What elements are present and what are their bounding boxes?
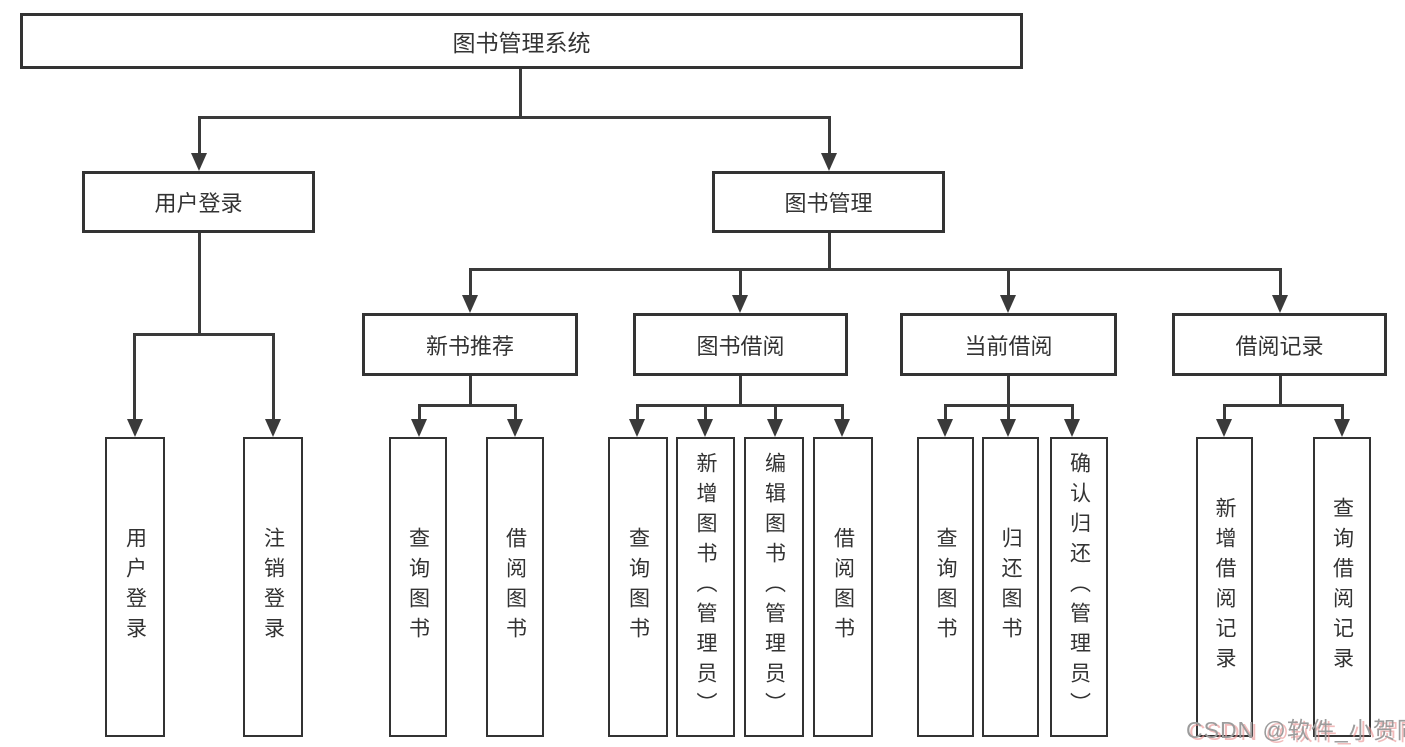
connector-line [197, 115, 831, 119]
connector-line [943, 405, 947, 421]
csdn-watermark: CSDN @软件_小贺同学 [1186, 717, 1405, 743]
arrowhead-icon [1216, 419, 1232, 437]
leaf-label: 用户登录 [123, 527, 147, 647]
leaf-label: 查询图书 [406, 527, 430, 647]
leaf-current-return-book: 归还图书 [982, 437, 1039, 737]
leaf-label: 查询图书 [626, 527, 650, 647]
node-label: 图书管理系统 [452, 30, 591, 56]
arrowhead-icon [629, 419, 645, 437]
node-borrow-records: 借阅记录 [1172, 313, 1387, 376]
arrowhead-icon [767, 419, 783, 437]
node-label: 当前借阅 [964, 333, 1053, 359]
leaf-label: 借阅图书 [831, 527, 855, 647]
arrowhead-icon [1272, 295, 1288, 313]
connector-line [738, 269, 742, 297]
connector-line [518, 69, 522, 118]
connector-line [1340, 405, 1344, 421]
arrowhead-icon [1334, 419, 1350, 437]
connector-line [133, 332, 275, 336]
connector-line [271, 334, 275, 419]
leaf-label: 新增借阅记录 [1213, 497, 1237, 677]
leaf-borrow-edit-book-admin: 编辑图书（管理员） [744, 437, 804, 737]
arrowhead-icon [834, 419, 850, 437]
connector-line [417, 404, 517, 407]
connector-line [840, 405, 844, 421]
arrowhead-icon [126, 419, 143, 437]
connector-line [1006, 405, 1010, 421]
leaf-label: 编辑图书（管理员） [762, 452, 786, 722]
leaf-logout: 注销登录 [243, 437, 303, 737]
connector-line [468, 269, 472, 297]
arrowhead-icon [821, 153, 837, 171]
connector-line [417, 405, 421, 421]
connector-line [513, 405, 517, 421]
connector-line [1222, 405, 1226, 421]
connector-line [197, 117, 201, 154]
leaf-borrow-query-book: 查询图书 [608, 437, 668, 737]
connector-line [468, 267, 1282, 271]
leaf-borrow-borrow-book: 借阅图书 [813, 437, 873, 737]
arrowhead-icon [937, 419, 953, 437]
connector-line [703, 405, 707, 421]
leaf-label: 查询图书 [934, 527, 958, 647]
node-current-borrow: 当前借阅 [900, 313, 1117, 376]
connector-line [1006, 269, 1010, 297]
connector-line [468, 376, 472, 407]
connector-line [635, 405, 639, 421]
arrowhead-icon [1064, 419, 1080, 437]
connector-line [773, 405, 777, 421]
arrowhead-icon [1000, 419, 1016, 437]
arrowhead-icon [507, 419, 523, 437]
connector-line [827, 233, 831, 270]
connector-line [1006, 376, 1010, 407]
node-root: 图书管理系统 [20, 13, 1023, 69]
node-user-login: 用户登录 [82, 171, 315, 233]
node-label: 图书借阅 [696, 333, 785, 359]
arrowhead-icon [732, 295, 748, 313]
connector-line [635, 404, 844, 407]
connector-line [1278, 269, 1282, 297]
connector-line [1070, 405, 1074, 421]
leaf-newbook-borrow-book: 借阅图书 [486, 437, 544, 737]
connector-line [827, 117, 831, 154]
leaf-label: 注销登录 [261, 527, 285, 647]
leaf-label: 借阅图书 [503, 527, 527, 647]
leaf-user-login: 用户登录 [105, 437, 165, 737]
leaf-label: 归还图书 [999, 527, 1023, 647]
connector-line [738, 376, 742, 407]
arrowhead-icon [411, 419, 427, 437]
leaf-records-add-record: 新增借阅记录 [1196, 437, 1253, 737]
node-label: 用户登录 [154, 191, 243, 216]
leaf-current-confirm-return-admin: 确认归还（管理员） [1050, 437, 1108, 737]
node-label: 借阅记录 [1235, 333, 1324, 359]
node-book-borrow: 图书借阅 [633, 313, 848, 376]
connector-line [133, 334, 136, 419]
node-new-book-recommend: 新书推荐 [362, 313, 578, 376]
leaf-label: 新增图书（管理员） [694, 452, 718, 722]
connector-line [1222, 404, 1344, 407]
leaf-newbook-query-book: 查询图书 [389, 437, 447, 737]
node-label: 新书推荐 [425, 333, 514, 359]
leaf-borrow-add-book-admin: 新增图书（管理员） [676, 437, 735, 737]
connector-line [1278, 376, 1282, 407]
node-book-management: 图书管理 [712, 171, 945, 233]
arrowhead-icon [1000, 295, 1016, 313]
arrowhead-icon [462, 295, 478, 313]
leaf-current-query-book: 查询图书 [917, 437, 974, 737]
leaf-label: 确认归还（管理员） [1067, 452, 1091, 722]
connector-line [197, 233, 201, 336]
leaf-records-query-record: 查询借阅记录 [1313, 437, 1371, 737]
leaf-label: 查询借阅记录 [1330, 497, 1354, 677]
arrowhead-icon [265, 419, 281, 437]
node-label: 图书管理 [784, 191, 873, 216]
arrowhead-icon [697, 419, 713, 437]
arrowhead-icon [191, 153, 207, 171]
